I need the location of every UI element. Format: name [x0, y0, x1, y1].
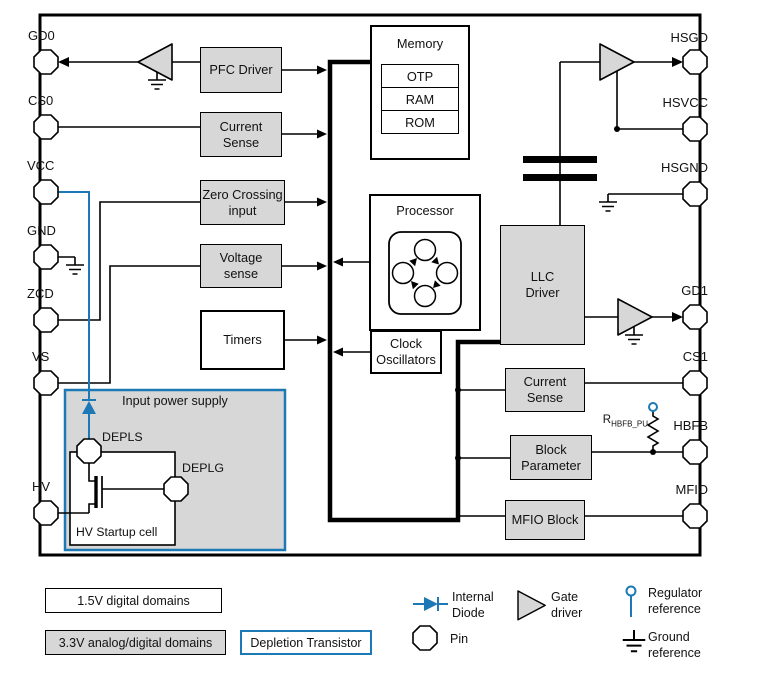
current-sense-1-label: Current Sense: [523, 374, 567, 405]
pin-label-zcd: ZCD: [27, 286, 54, 301]
legend-33v-domains: 3.3V analog/digital domains: [45, 630, 226, 655]
legend-gate-driver-symbol: [517, 590, 546, 621]
pin-cs1: [682, 370, 708, 396]
gate-driver-symbol-gd1: [617, 298, 653, 336]
pin-label-hsgd: HSGD: [670, 30, 708, 45]
pin-label-gd0: GD0: [28, 28, 55, 43]
legend-regulator-reference-label: Regulator reference: [648, 586, 703, 617]
regulator-reference-symbol-hbfb: [648, 402, 658, 412]
current-sense-0-label: Current Sense: [219, 118, 263, 150]
pin-label-cs0: CS0: [28, 93, 54, 108]
block-current-sense-1: Current Sense: [505, 368, 585, 412]
pin-deplg: [163, 476, 189, 502]
hv-startup-cell-box: [69, 451, 176, 546]
legend-pin-label: Pin: [450, 632, 469, 646]
block-llc-driver: LLC Driver: [500, 225, 585, 345]
system-bus: [327, 59, 500, 523]
pin-label-cs1: CS1: [682, 349, 708, 364]
pin-hsvcc: [682, 116, 708, 142]
resistor-label: RHBFB_PU: [602, 414, 648, 429]
pin-hv: [33, 500, 59, 526]
pin-label-gd1: GD1: [681, 283, 708, 298]
pin-gnd: [33, 244, 59, 270]
pin-hsgd: [682, 49, 708, 75]
block-current-sense-0: Current Sense: [200, 112, 282, 157]
block-voltage-sense: Voltage sense: [200, 244, 282, 288]
block-clock-oscillators: Clock Oscillators: [370, 330, 442, 374]
block-pfc-driver: PFC Driver: [200, 47, 282, 93]
gate-driver-symbol-gd0: [137, 43, 173, 81]
memory-row-ram: RAM: [381, 87, 459, 111]
pin-gd0: [33, 49, 59, 75]
ground-symbol-hsgnd: [598, 193, 618, 212]
pin-label-hv: HV: [32, 479, 51, 494]
pin-depls: [76, 438, 102, 464]
pin-label-deplg: DEPLG: [182, 461, 225, 475]
block-parameter: Block Parameter: [510, 435, 592, 480]
signal-wires: [58, 61, 683, 517]
block-parameter-label: Block Parameter: [521, 441, 581, 473]
legend-pin-symbol: [412, 625, 438, 651]
input-power-supply-title: Input power supply: [122, 394, 228, 408]
pin-hbfb: [682, 439, 708, 465]
isolation-bars: [523, 156, 597, 181]
pin-label-hbfb: HBFB: [673, 418, 708, 433]
pin-label-hsgnd: HSGND: [661, 160, 708, 175]
pin-zcd: [33, 307, 59, 333]
legend-ground-reference-symbol: [621, 629, 647, 653]
ic-boundary: [38, 13, 702, 557]
processor-icon: [388, 231, 462, 315]
block-mfio: MFIO Block: [505, 500, 585, 540]
mfio-block-label: MFIO Block: [511, 512, 579, 527]
pin-label-gnd: GND: [27, 223, 56, 238]
llc-driver-label: LLC Driver: [525, 269, 560, 300]
pin-label-hsvcc: HSVCC: [662, 95, 708, 110]
internal-diode-symbol: [82, 399, 96, 414]
hv-startup-cell-label: HV Startup cell: [76, 525, 158, 539]
ground-symbol-gnd-pin: [65, 256, 85, 275]
voltage-sense-label: Voltage sense: [219, 250, 263, 281]
memory-row-rom: ROM: [381, 110, 459, 134]
pin-mfio: [682, 503, 708, 529]
legend-depletion-transistor: Depletion Transistor: [240, 630, 372, 655]
legend-gate-driver-label: Gate driver: [551, 590, 583, 621]
clock-oscillators-label: Clock Oscillators: [376, 336, 436, 367]
legend-15v-domains: 1.5V digital domains: [45, 588, 222, 613]
pin-label-depls: DEPLS: [102, 430, 143, 444]
memory-title: Memory: [396, 36, 444, 51]
legend-internal-diode-symbol: [413, 597, 448, 611]
wire-arrowheads: [58, 57, 683, 357]
memory-row-otp: OTP: [381, 64, 459, 88]
zero-crossing-label: Zero Crossing input: [202, 186, 283, 218]
processor-title: Processor: [396, 203, 454, 218]
block-timers: Timers: [200, 310, 285, 370]
pin-label-vcc: VCC: [27, 158, 55, 173]
block-zero-crossing: Zero Crossing input: [200, 180, 285, 225]
legend-internal-diode-label: Internal Diode: [452, 590, 494, 621]
pin-label-vs: VS: [32, 349, 50, 364]
pin-hsgnd: [682, 181, 708, 207]
junction-dots: [455, 126, 656, 461]
legend-ground-reference-label: Ground reference: [648, 630, 701, 661]
pfc-driver-label: PFC Driver: [209, 62, 273, 77]
pin-vcc: [33, 179, 59, 205]
depletion-transistor-symbol: [94, 476, 103, 508]
pin-gd1: [682, 304, 708, 330]
timers-label: Timers: [223, 332, 262, 347]
pin-cs0: [33, 114, 59, 140]
legend-regulator-reference-symbol: [625, 585, 637, 617]
pin-vs: [33, 370, 59, 396]
vcc-supply-wire: [58, 191, 90, 441]
pin-label-mfio: MFIO: [675, 482, 709, 497]
